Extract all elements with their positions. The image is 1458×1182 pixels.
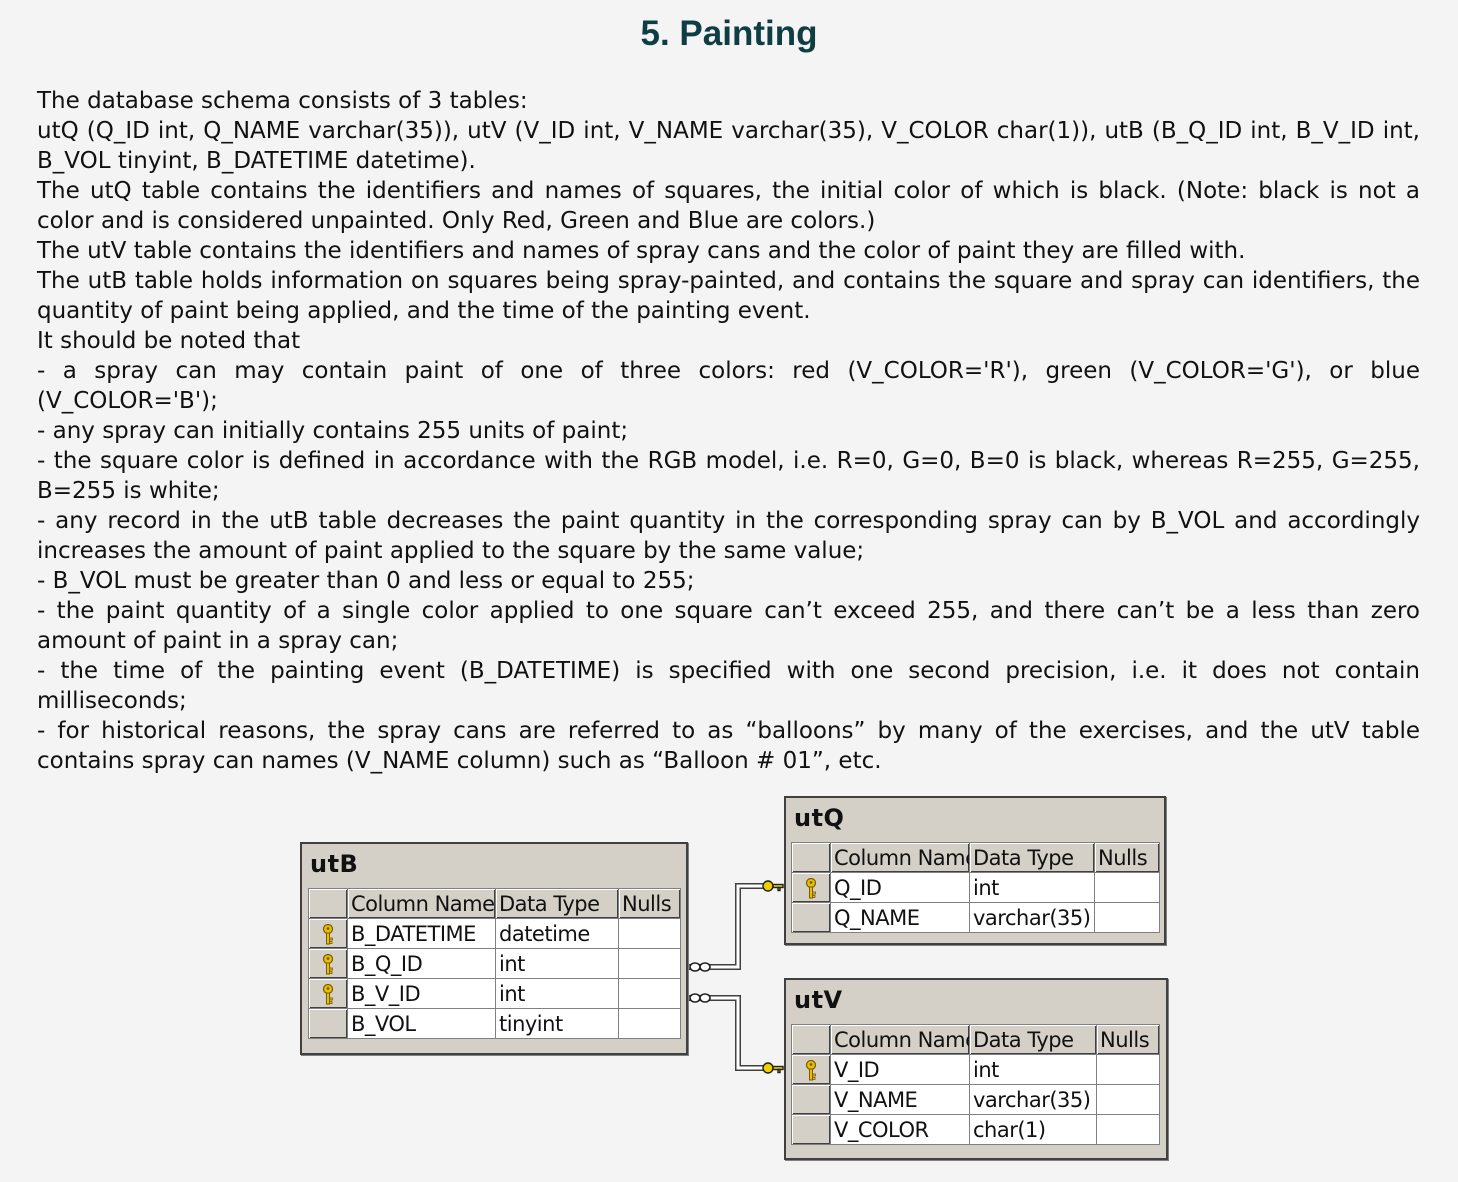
row-selector bbox=[791, 1054, 831, 1085]
table-row: V_ID int bbox=[791, 1054, 1160, 1085]
table-row: B_DATETIME datetime bbox=[308, 918, 681, 949]
column-name-cell: Q_ID bbox=[830, 872, 970, 903]
nulls-cell bbox=[1096, 1114, 1160, 1145]
key-icon bbox=[805, 1059, 817, 1080]
list-item: - any record in the utB table decreases … bbox=[37, 508, 1420, 564]
column-name-cell: Q_NAME bbox=[830, 902, 970, 933]
list-item: - the time of the painting event (B_DATE… bbox=[37, 658, 1420, 714]
nulls-header: Nulls bbox=[1096, 1024, 1160, 1055]
row-selector bbox=[308, 948, 348, 979]
row-selector-header bbox=[308, 888, 348, 919]
table-row: B_VOL tinyint bbox=[308, 1008, 681, 1039]
column-name-header: Column Name bbox=[830, 1024, 970, 1055]
list-item: - the paint quantity of a single color a… bbox=[37, 598, 1420, 654]
nulls-cell bbox=[618, 978, 681, 1009]
key-icon bbox=[322, 953, 334, 974]
list-item: - the square color is defined in accorda… bbox=[37, 448, 1420, 504]
row-selector-header bbox=[791, 842, 831, 873]
table-row: Q_ID int bbox=[791, 872, 1160, 903]
row-selector bbox=[791, 872, 831, 903]
row-selector bbox=[308, 918, 348, 949]
list-item: - for historical reasons, the spray cans… bbox=[37, 718, 1420, 774]
data-type-cell: char(1) bbox=[969, 1114, 1097, 1145]
nulls-cell bbox=[1094, 872, 1160, 903]
column-name-cell: B_DATETIME bbox=[347, 918, 496, 949]
infinity-endpoint-icon bbox=[689, 993, 711, 1003]
nulls-header: Nulls bbox=[1094, 842, 1160, 873]
nulls-cell bbox=[618, 948, 681, 979]
infinity-endpoint-icon bbox=[689, 962, 711, 972]
data-type-cell: int bbox=[495, 948, 619, 979]
table-utB: utB Column Name Data Type Nulls B_DATETI… bbox=[300, 842, 688, 1055]
column-name-header: Column Name bbox=[830, 842, 970, 873]
key-icon bbox=[322, 923, 334, 944]
column-name-cell: V_NAME bbox=[830, 1084, 970, 1115]
list-item: - a spray can may contain paint of one o… bbox=[37, 358, 1420, 414]
data-type-header: Data Type bbox=[969, 842, 1095, 873]
row-selector bbox=[791, 902, 831, 933]
paragraph: The utQ table contains the identifiers a… bbox=[37, 178, 1420, 234]
data-type-cell: varchar(35) bbox=[969, 902, 1095, 933]
header-row: Column Name Data Type Nulls bbox=[791, 1024, 1160, 1055]
table-row: B_V_ID int bbox=[308, 978, 681, 1009]
data-type-cell: tinyint bbox=[495, 1008, 619, 1039]
column-name-cell: V_COLOR bbox=[830, 1114, 970, 1145]
nulls-cell bbox=[1096, 1084, 1160, 1115]
table-title: utB bbox=[310, 850, 359, 878]
key-icon bbox=[805, 877, 817, 898]
table-grid: Column Name Data Type Nulls B_DATETIME d… bbox=[308, 888, 681, 1039]
relationship-utB-utV bbox=[688, 995, 764, 1071]
column-name-header: Column Name bbox=[347, 888, 496, 919]
table-grid: Column Name Data Type Nulls Q_ID int Q_N… bbox=[791, 842, 1160, 933]
nulls-cell bbox=[618, 918, 681, 949]
row-selector bbox=[308, 1008, 348, 1039]
table-title: utV bbox=[794, 986, 843, 1014]
list-item: - any spray can initially contains 255 u… bbox=[37, 418, 629, 444]
nulls-cell bbox=[618, 1008, 681, 1039]
table-utV: utV Column Name Data Type Nulls V_ID int… bbox=[784, 978, 1168, 1160]
column-name-cell: B_VOL bbox=[347, 1008, 496, 1039]
table-row: B_Q_ID int bbox=[308, 948, 681, 979]
data-type-cell: int bbox=[495, 978, 619, 1009]
paragraph: The utB table holds information on squar… bbox=[37, 268, 1420, 324]
data-type-header: Data Type bbox=[495, 888, 619, 919]
table-row: V_NAME varchar(35) bbox=[791, 1084, 1160, 1115]
table-utQ: utQ Column Name Data Type Nulls Q_ID int… bbox=[784, 796, 1166, 945]
table-row: Q_NAME varchar(35) bbox=[791, 902, 1160, 933]
paragraph: It should be noted that bbox=[37, 328, 301, 354]
table-grid: Column Name Data Type Nulls V_ID int V_N… bbox=[791, 1024, 1160, 1145]
row-selector-header bbox=[791, 1024, 831, 1055]
column-name-cell: V_ID bbox=[830, 1054, 970, 1085]
header-row: Column Name Data Type Nulls bbox=[308, 888, 681, 919]
data-type-cell: int bbox=[969, 1054, 1097, 1085]
data-type-cell: datetime bbox=[495, 918, 619, 949]
relationship-utB-utQ bbox=[688, 883, 764, 970]
paragraph: The utV table contains the identifiers a… bbox=[37, 238, 1246, 264]
nulls-cell bbox=[1094, 902, 1160, 933]
row-selector bbox=[791, 1084, 831, 1115]
data-type-cell: varchar(35) bbox=[969, 1084, 1097, 1115]
nulls-header: Nulls bbox=[618, 888, 681, 919]
list-item: - B_VOL must be greater than 0 and less … bbox=[37, 568, 695, 594]
data-type-header: Data Type bbox=[969, 1024, 1097, 1055]
key-endpoint-icon bbox=[762, 880, 784, 892]
nulls-cell bbox=[1096, 1054, 1160, 1085]
table-title: utQ bbox=[794, 804, 845, 832]
data-type-cell: int bbox=[969, 872, 1095, 903]
key-icon bbox=[322, 983, 334, 1004]
row-selector bbox=[791, 1114, 831, 1145]
column-name-cell: B_V_ID bbox=[347, 978, 496, 1009]
header-row: Column Name Data Type Nulls bbox=[791, 842, 1160, 873]
table-row: V_COLOR char(1) bbox=[791, 1114, 1160, 1145]
column-name-cell: B_Q_ID bbox=[347, 948, 496, 979]
row-selector bbox=[308, 978, 348, 1009]
paragraph: utQ (Q_ID int, Q_NAME varchar(35)), utV … bbox=[37, 118, 1420, 174]
page-title: 5. Painting bbox=[640, 14, 818, 53]
paragraph: The database schema consists of 3 tables… bbox=[37, 88, 528, 114]
schema-description: The database schema consists of 3 tables… bbox=[37, 86, 1420, 776]
key-endpoint-icon bbox=[762, 1062, 784, 1074]
